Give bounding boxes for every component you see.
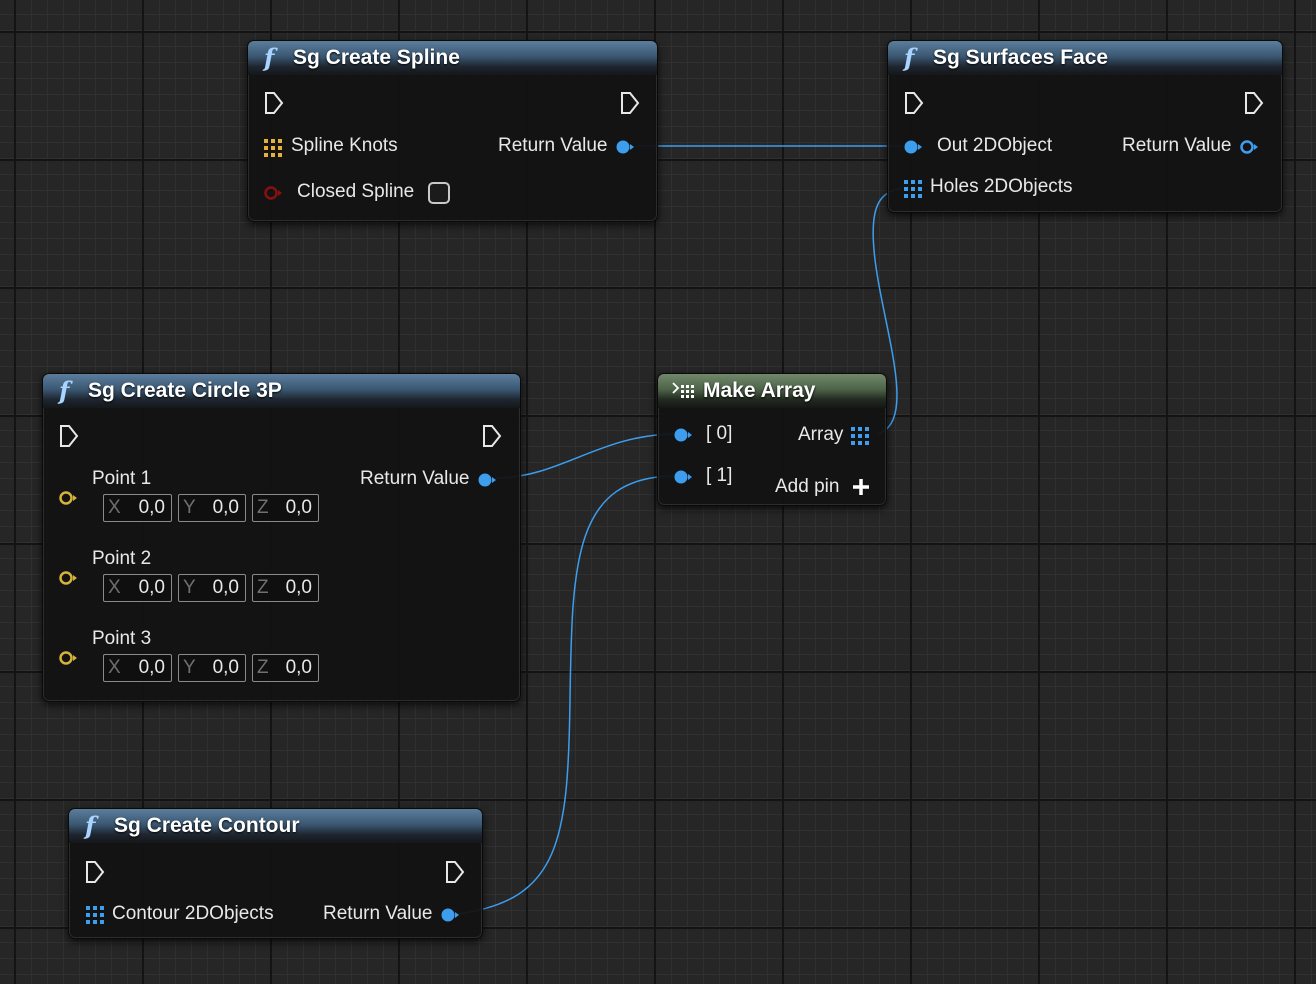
pin-label-point-3: Point 3 [92, 628, 152, 649]
pin-label-point-1: Point 1 [92, 468, 152, 489]
node-header[interactable]: f Sg Create Circle 3P [43, 374, 520, 408]
add-pin-icon[interactable] [852, 478, 870, 496]
exec-out-pin-icon[interactable] [445, 860, 465, 884]
node-title: Sg Create Circle 3P [88, 379, 282, 402]
pin-label-return-value: Return Value [1122, 135, 1232, 156]
wire-circle-to-item0[interactable] [495, 433, 677, 479]
exec-out-pin-icon[interactable] [1244, 91, 1264, 115]
node-sg-create-contour[interactable]: f Sg Create Contour Contour 2DObjects Re… [68, 808, 483, 939]
pin-label-item-1: [ 1] [706, 465, 733, 486]
contour-array-grid-icon[interactable] [86, 906, 104, 924]
holes-array-grid-icon[interactable] [904, 180, 922, 198]
return-value-pin-icon[interactable] [1240, 140, 1258, 154]
exec-out-pin-icon[interactable] [482, 424, 502, 448]
node-title: Sg Create Contour [114, 814, 300, 837]
return-value-pin-icon[interactable] [616, 140, 634, 154]
exec-in-pin-icon[interactable] [264, 91, 284, 115]
closed-spline-checkbox[interactable] [428, 182, 450, 204]
node-sg-create-circle-3p[interactable]: f Sg Create Circle 3P Return Value Point… [42, 373, 521, 702]
node-sg-create-spline[interactable]: f Sg Create Spline Spline Knots Return V… [247, 40, 658, 222]
return-value-pin-icon[interactable] [478, 473, 496, 487]
exec-in-pin-icon[interactable] [904, 91, 924, 115]
point-3-vector-pin-icon[interactable] [59, 651, 77, 665]
pin-label-array: Array [798, 424, 844, 445]
node-header[interactable]: f Sg Create Contour [69, 809, 482, 843]
pin-label-closed-spline: Closed Spline [297, 181, 415, 202]
exec-in-pin-icon[interactable] [59, 424, 79, 448]
pin-label-out-2dobject: Out 2DObject [937, 135, 1053, 156]
node-title: Make Array [703, 379, 816, 402]
pin-label-point-2: Point 2 [92, 548, 152, 569]
pin-label-item-0: [ 0] [706, 423, 733, 444]
pin-label-contour-2dobjects: Contour 2DObjects [112, 903, 274, 924]
function-icon: f [59, 376, 70, 405]
out-2dobject-pin-icon[interactable] [904, 140, 922, 154]
point-1-vector-pin-icon[interactable] [59, 491, 77, 505]
item-0-pin-icon[interactable] [674, 428, 692, 442]
make-array-icon [672, 382, 694, 398]
array-output-grid-icon[interactable] [851, 427, 869, 445]
function-icon: f [85, 811, 96, 840]
node-header[interactable]: f Sg Create Spline [248, 41, 657, 75]
exec-in-pin-icon[interactable] [85, 860, 105, 884]
pin-label-return-value: Return Value [498, 135, 608, 156]
pin-label-spline-knots: Spline Knots [291, 135, 398, 156]
node-title: Sg Create Spline [293, 46, 460, 69]
pin-label-return-value: Return Value [323, 903, 433, 924]
spline-knots-array-icon[interactable] [264, 139, 282, 157]
point-2-vector-pin-icon[interactable] [59, 571, 77, 585]
item-1-pin-icon[interactable] [674, 470, 692, 484]
function-icon: f [904, 43, 915, 72]
node-make-array[interactable]: Make Array [ 0] Array [ 1] Add pin [657, 373, 887, 506]
add-pin-button[interactable]: Add pin [775, 476, 840, 497]
node-sg-surfaces-face[interactable]: f Sg Surfaces Face Out 2DObject Return V… [887, 40, 1283, 213]
closed-spline-bool-pin-icon[interactable] [264, 186, 282, 200]
node-header[interactable]: f Sg Surfaces Face [888, 41, 1282, 75]
exec-out-pin-icon[interactable] [620, 91, 640, 115]
return-value-pin-icon[interactable] [441, 908, 459, 922]
node-title: Sg Surfaces Face [933, 46, 1109, 69]
node-header[interactable]: Make Array [658, 374, 886, 408]
function-icon: f [264, 43, 275, 72]
pin-label-holes-2dobjects: Holes 2DObjects [930, 176, 1073, 197]
pin-label-return-value: Return Value [360, 468, 470, 489]
